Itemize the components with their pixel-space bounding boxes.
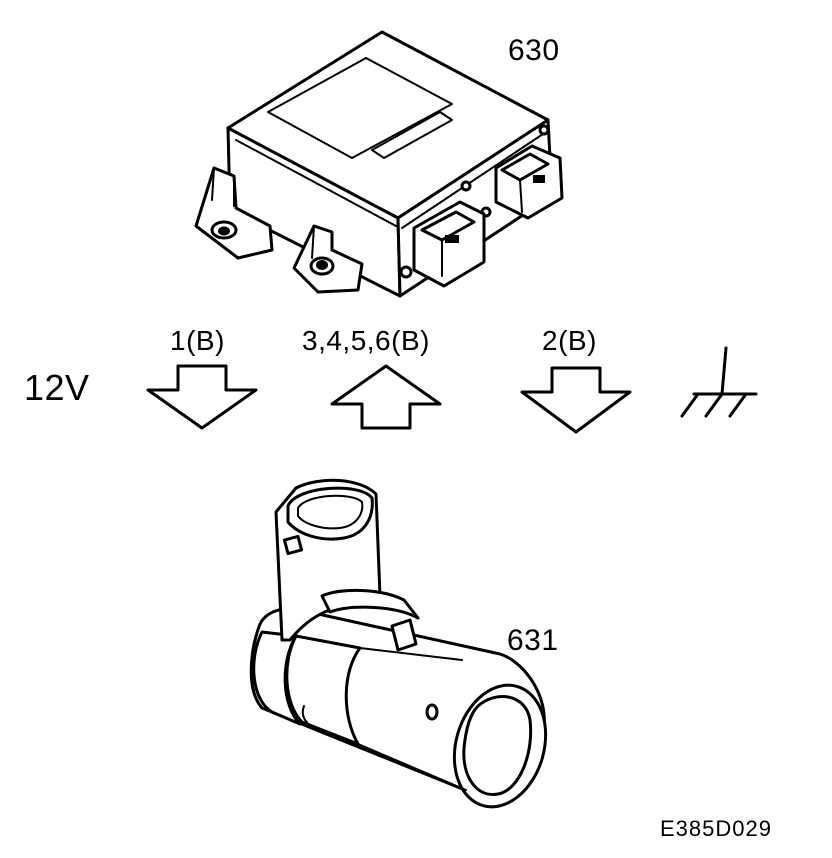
- chassis-ground-icon: [680, 346, 758, 418]
- ground-arrow-down-icon: [520, 366, 632, 434]
- sensor-illustration: [249, 478, 548, 809]
- control-module-label: 630: [508, 34, 560, 67]
- signal-arrow-up-icon: [330, 364, 442, 430]
- supply-arrow-down-icon: [146, 364, 258, 430]
- signal-pins-label: 3,4,5,6(B): [302, 325, 430, 356]
- sensor-label: 631: [507, 624, 559, 657]
- figure-id: E385D029: [660, 816, 772, 841]
- supply-pin-label: 1(B): [170, 325, 225, 356]
- ground-pin-label: 2(B): [542, 325, 597, 356]
- control-module-illustration: [194, 30, 564, 298]
- voltage-label: 12V: [24, 367, 90, 408]
